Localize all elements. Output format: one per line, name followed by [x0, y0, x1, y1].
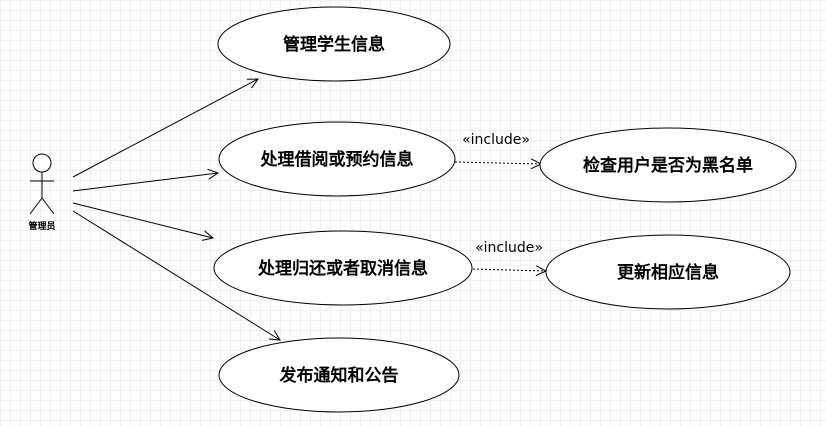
use-case-label: 处理借阅或预约信息: [260, 149, 414, 170]
association-arrow-uc2: [72, 173, 218, 192]
include-label-2: «include»: [475, 240, 543, 256]
use-case-label: 发布通知和公告: [279, 365, 399, 386]
use-case-label: 更新相应信息: [617, 262, 719, 283]
use-case-label: 检查用户是否为黑名单: [583, 155, 753, 176]
actor-label: 管理员: [28, 220, 55, 232]
use-case-uc4[interactable]: 发布通知和公告: [218, 337, 460, 413]
actor-right-leg: [41, 197, 55, 215]
use-case-label: 管理学生信息: [283, 34, 385, 55]
include-label-1: «include»: [462, 132, 530, 148]
association-arrow-uc3: [72, 202, 213, 238]
include-arrow-uc2-uc5: [454, 162, 541, 164]
use-case-uc3[interactable]: 处理归还或者取消信息: [213, 230, 473, 306]
use-case-ellipse: [545, 234, 791, 310]
use-case-uc6[interactable]: 更新相应信息: [545, 234, 791, 310]
association-arrow-uc4: [72, 210, 280, 340]
association-arrow-uc1: [72, 79, 258, 178]
use-case-uc5[interactable]: 检查用户是否为黑名单: [539, 127, 797, 203]
use-case-uc2[interactable]: 处理借阅或预约信息: [218, 121, 456, 197]
use-case-ellipse: [218, 121, 456, 197]
use-case-ellipse: [539, 127, 797, 203]
use-case-uc1[interactable]: 管理学生信息: [217, 6, 451, 82]
actor-head: [32, 153, 52, 173]
use-case-label: 处理归还或者取消信息: [257, 258, 428, 279]
use-case-ellipse: [213, 230, 473, 306]
actor-left-leg: [29, 197, 43, 215]
use-case-ellipse: [218, 337, 460, 413]
use-case-ellipse: [217, 6, 451, 82]
actor[interactable]: 管理员: [28, 153, 56, 232]
include-arrow-uc3-uc6: [472, 269, 546, 271]
